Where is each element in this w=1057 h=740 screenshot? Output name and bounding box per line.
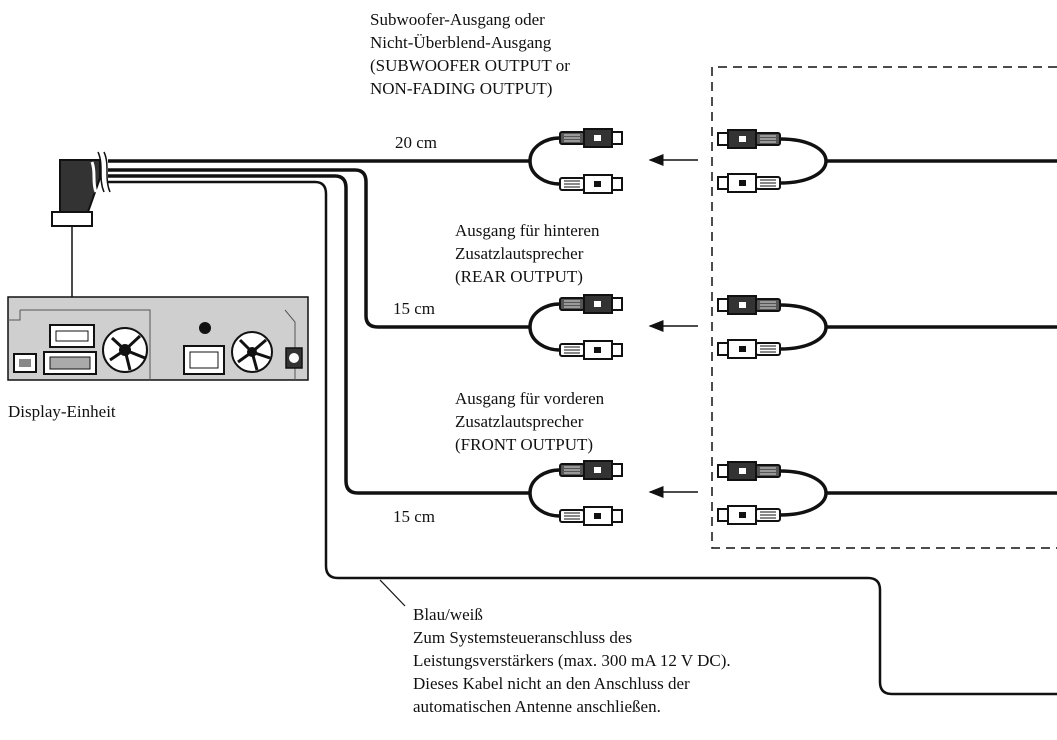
front-label-line: (FRONT OUTPUT) [455,435,594,454]
blue-white-label-line: Dieses Kabel nicht an den Anschluss der [413,674,690,693]
rear-length-label: 15 cm [393,299,436,318]
blue-white-label-line: automatischen Antenne anschließen. [413,697,661,716]
display-unit [7,296,309,381]
subwoofer-length-label: 20 cm [395,133,438,152]
amplifier-dashed-box [711,66,1057,549]
cables [108,159,1057,696]
rear-output-label: Ausgang für hinteren Zusatzlautsprecher … [455,219,599,288]
display-unit-label: Display-Einheit [8,402,116,421]
amp-subwoofer-plugs [717,129,1057,193]
front-length-label: 15 cm [393,507,436,526]
subwoofer-plug-group [528,128,623,194]
amp-rear-plugs [717,295,1057,359]
front-plug-group [528,460,623,526]
blue-white-label-line: Leistungsverstärkers (max. 300 mA 12 V D… [413,651,731,670]
blue-white-label-line: Blau/weiß [413,605,483,624]
blue-white-label: Blau/weiß Zum Systemsteueranschluss des … [413,603,731,718]
cable-plug [51,159,101,227]
rear-plug-group [528,294,623,360]
blue-white-label-line: Zum Systemsteueranschluss des [413,628,633,647]
subwoofer-label-line: Nicht-Überblend-Ausgang [370,33,552,52]
amp-front-plugs [717,461,1057,525]
subwoofer-output-label: Subwoofer-Ausgang oder Nicht-Überblend-A… [370,8,570,100]
front-cable [108,174,530,495]
rear-label-line: Ausgang für hinteren [455,221,600,240]
front-label-line: Ausgang für vorderen [455,389,605,408]
rear-label-line: Zusatzlautsprecher [455,244,584,263]
subwoofer-label-line: NON-FADING OUTPUT) [370,79,553,98]
subwoofer-label-line: (SUBWOOFER OUTPUT or [370,56,570,75]
rear-cable [108,168,530,329]
front-label-line: Zusatzlautsprecher [455,412,584,431]
leader-blue-white [379,579,406,607]
blue-white-cable [108,180,1057,696]
subwoofer-label-line: Subwoofer-Ausgang oder [370,10,545,29]
front-output-label: Ausgang für vorderen Zusatzlautsprecher … [455,387,604,456]
rear-label-line: (REAR OUTPUT) [455,267,583,286]
